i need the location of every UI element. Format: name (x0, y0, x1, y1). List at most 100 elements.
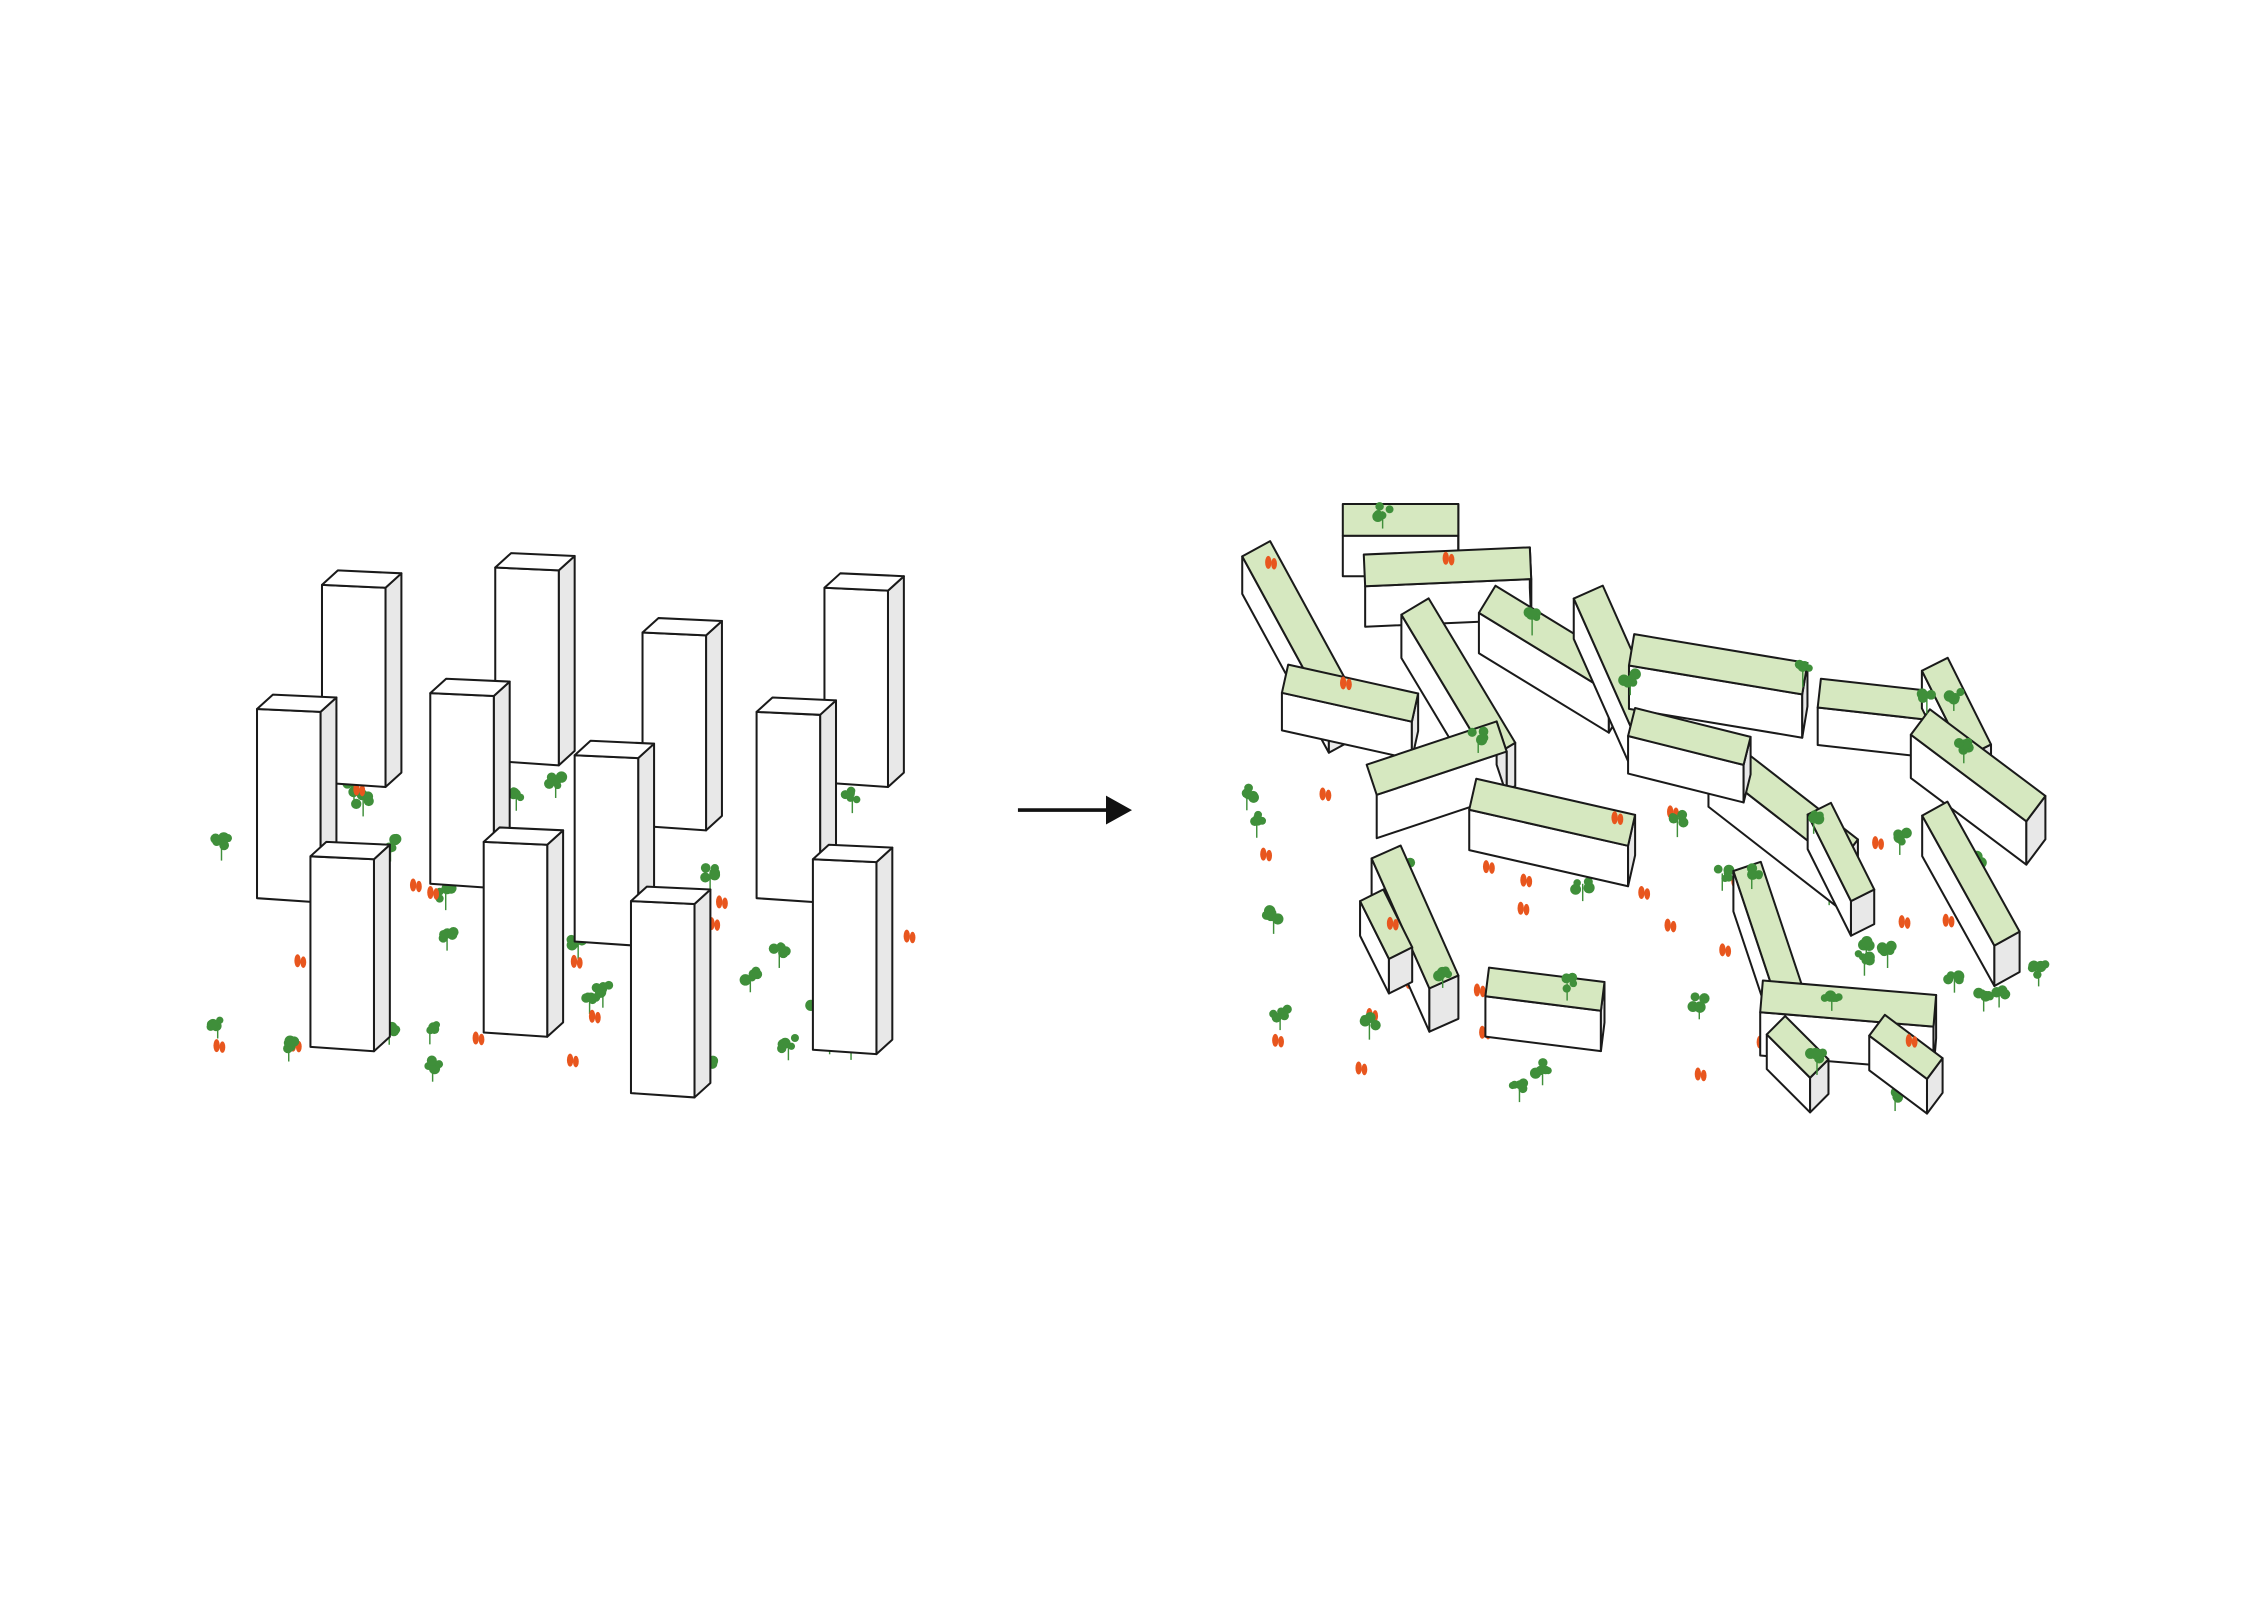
slab-block (1806, 801, 1876, 937)
tree-crown (1898, 915, 1905, 929)
tree-crown (1448, 553, 1455, 566)
green-tree-icon (1687, 992, 1710, 1020)
tree-crown (852, 795, 861, 804)
slab-green-roof (1468, 777, 1637, 847)
tree-crown (1482, 860, 1490, 874)
slab-green-roof (1909, 708, 2047, 823)
slab-block (1868, 1013, 1944, 1115)
green-tree-icon (1261, 905, 1284, 934)
orange-tree-icon (409, 878, 422, 893)
tree-crown (478, 1033, 485, 1046)
tower-top (629, 885, 712, 905)
tower-side (546, 829, 565, 1038)
tree-crown (1904, 917, 1911, 929)
slab-block (1765, 1015, 1830, 1114)
slab-green-roof (1341, 502, 1460, 537)
orange-tree-icon (1272, 1033, 1284, 1048)
tree-crown (588, 1009, 596, 1023)
tree-crown (752, 969, 763, 980)
tree-crown (566, 1053, 574, 1067)
tree-crown (586, 992, 597, 1003)
tree-crown (1243, 789, 1253, 800)
tree-crown (1861, 936, 1873, 948)
tree-crown (427, 886, 434, 899)
tree-crown (439, 929, 448, 939)
orange-tree-icon (1265, 555, 1277, 570)
tree-crown (1517, 901, 1524, 915)
tree-crown (776, 942, 786, 953)
tree-crown (903, 929, 910, 943)
arrow-head (1106, 795, 1132, 825)
orange-tree-icon (1260, 847, 1273, 862)
right-roof-trees (1265, 502, 1974, 1075)
tower-top (309, 840, 391, 861)
green-tree-icon (1953, 737, 1974, 764)
tree-crown (1570, 883, 1582, 895)
tree-crown (1816, 811, 1824, 820)
tree-crown (1529, 1067, 1542, 1079)
tree-crown (1948, 915, 1955, 928)
left-panel-point-towers (206, 552, 916, 1099)
green-tree-icon (1433, 966, 1453, 988)
orange-tree-icon (1872, 836, 1884, 850)
tower-side (886, 575, 905, 789)
green-tree-icon (1570, 877, 1595, 902)
tree-crown (1878, 838, 1884, 850)
tower-side (557, 554, 576, 767)
orange-tree-icon (294, 954, 307, 968)
green-tree-icon (1943, 688, 1965, 711)
orange-tree-icon (1517, 901, 1530, 916)
tower (494, 552, 576, 767)
tree-crown (219, 840, 230, 851)
tree-crown (1799, 663, 1807, 671)
tree-crown (1943, 690, 1956, 702)
arrow-right-icon (1017, 795, 1132, 825)
tree-crown (1271, 558, 1277, 570)
orange-tree-icon (1482, 860, 1495, 874)
tree-crown (1250, 816, 1260, 827)
tree-crown (1441, 966, 1450, 975)
orange-tree-icon (1898, 915, 1911, 929)
slab-block (1484, 966, 1606, 1053)
orange-tree-icon (1520, 873, 1533, 888)
green-tree-icon (591, 980, 614, 1008)
tree-crown (219, 1041, 226, 1053)
tower-top (755, 696, 838, 716)
tower (429, 677, 511, 890)
tree-crown (1809, 1047, 1822, 1060)
green-tree-icon (1359, 1012, 1381, 1040)
tree-crown (1885, 940, 1897, 952)
green-tree-icon (1854, 950, 1875, 976)
slab-block (1909, 708, 2047, 866)
green-tree-icon (1991, 985, 2011, 1008)
tree-crown (2000, 988, 2009, 997)
tree-crown (1339, 676, 1347, 690)
tree-crown (435, 1060, 444, 1069)
tree-crown (1489, 862, 1495, 874)
tree-crown (1700, 1069, 1707, 1082)
tree-crown (1664, 918, 1671, 932)
tree-crown (576, 957, 583, 969)
tree-crown (409, 878, 417, 892)
tree-crown (1690, 992, 1700, 1002)
slab-green-roof (1921, 800, 2021, 947)
orange-tree-icon (1339, 676, 1352, 691)
orange-tree-icon (1442, 551, 1455, 566)
tree-crown (598, 982, 608, 992)
tree-crown (1926, 689, 1936, 700)
tower (629, 885, 712, 1099)
slab-green-roof (1759, 979, 1938, 1028)
tree-crown (1719, 943, 1726, 957)
tree-crown (1638, 886, 1645, 900)
orange-tree-icon (903, 929, 916, 944)
tree-crown (472, 1031, 479, 1045)
green-tree-icon (1893, 827, 1912, 855)
tree-crown (1355, 1061, 1362, 1075)
slab-green-roof (1365, 720, 1508, 796)
tree-crown (359, 784, 366, 797)
tower-side (384, 572, 403, 789)
green-tree-icon (1805, 1047, 1828, 1075)
tower-top (255, 693, 338, 713)
green-tree-icon (1973, 987, 1994, 1012)
green-tree-icon (700, 863, 721, 891)
